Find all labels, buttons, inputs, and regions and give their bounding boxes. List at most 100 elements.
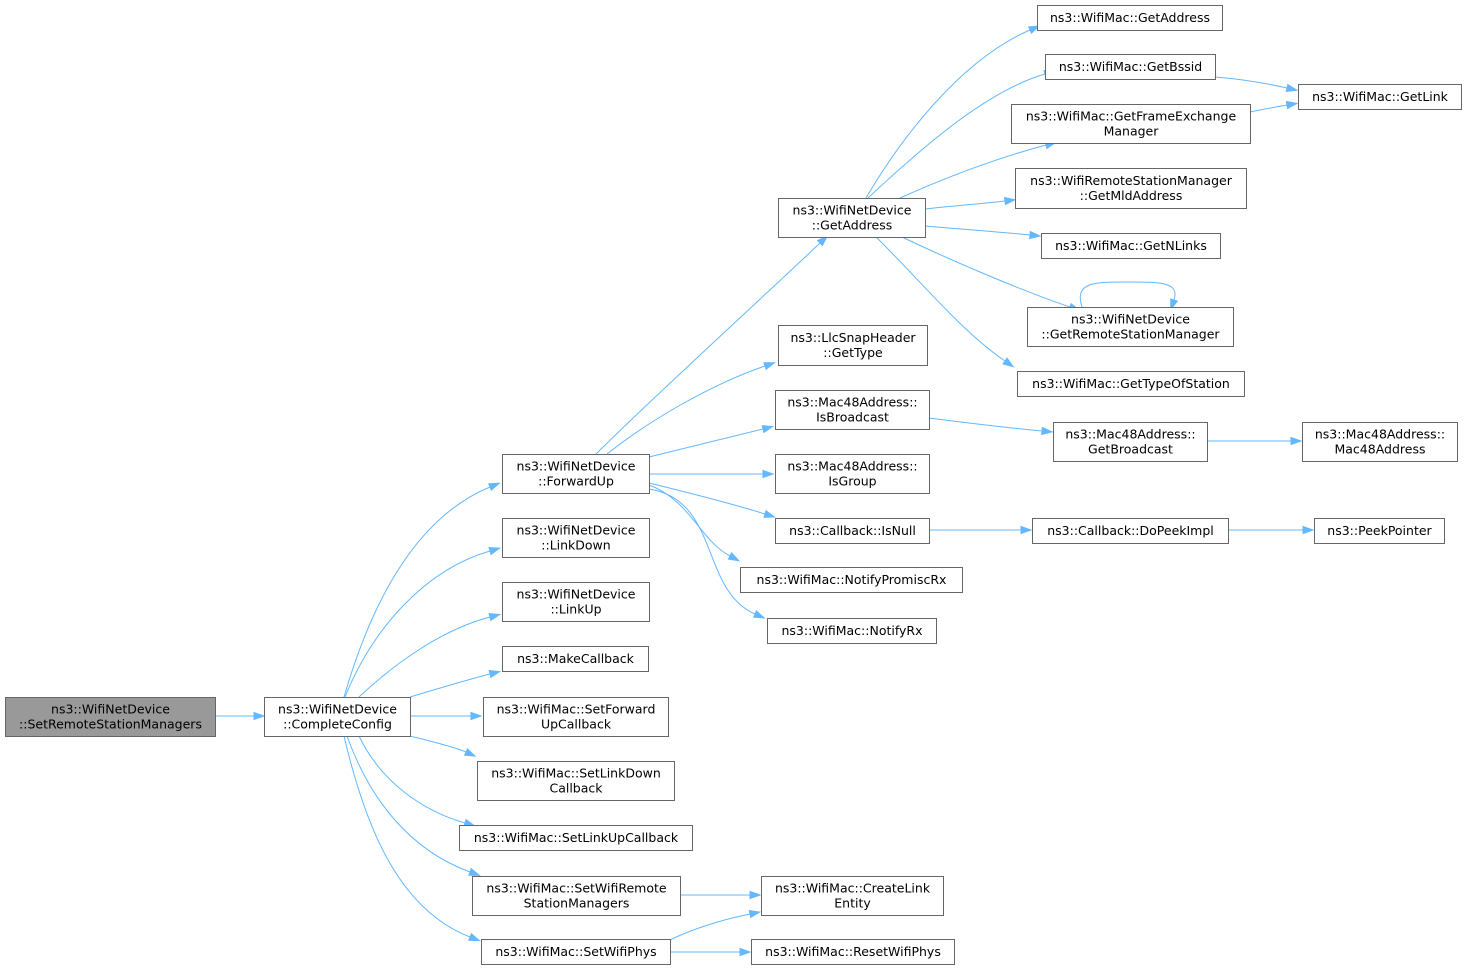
- node-box[interactable]: [502, 582, 650, 622]
- edge-complete_config-to-set_link_down_callback: [409, 735, 477, 757]
- node-set-wifi-phys[interactable]: ns3::WifiMac::SetWifiPhys: [481, 939, 671, 965]
- node-link-up[interactable]: ns3::WifiNetDevice::LinkUp: [502, 582, 650, 622]
- node-box[interactable]: [1314, 518, 1445, 544]
- arrowhead: [748, 910, 762, 919]
- node-box[interactable]: [1045, 54, 1216, 80]
- edge-line: [358, 616, 491, 698]
- node-get-n-links[interactable]: ns3::WifiMac::GetNLinks: [1041, 233, 1221, 259]
- node-box[interactable]: [472, 876, 681, 916]
- node-mac-get-address[interactable]: ns3::WifiMac::GetAddress: [1037, 5, 1223, 31]
- edge-set_wifi_remote_station_managers-to-create_link_entity: [680, 890, 762, 900]
- node-box[interactable]: [481, 939, 671, 965]
- node-label-line: ::SetRemoteStationManagers: [19, 717, 202, 732]
- node-label-line: ns3::WifiNetDevice: [51, 702, 170, 717]
- node-complete-config[interactable]: ns3::WifiNetDevice::CompleteConfig: [264, 697, 411, 737]
- node-label-line: ns3::Mac48Address::: [1315, 427, 1445, 442]
- node-label-line: ::LinkUp: [550, 602, 601, 617]
- node-set-wifi-remote-station-managers[interactable]: ns3::WifiMac::SetWifiRemoteStationManage…: [472, 876, 681, 916]
- edge-set_wifi_phys-to-create_link_entity: [669, 910, 762, 941]
- node-forward-up[interactable]: ns3::WifiNetDevice::ForwardUp: [502, 454, 650, 494]
- node-mac48-address-ctor[interactable]: ns3::Mac48Address::Mac48Address: [1302, 422, 1458, 462]
- edge-line: [648, 484, 731, 557]
- edge-line: [346, 735, 471, 873]
- node-is-group[interactable]: ns3::Mac48Address::IsGroup: [775, 454, 930, 494]
- arrowhead: [488, 547, 502, 556]
- node-box[interactable]: [740, 567, 963, 593]
- node-set-remote-station-managers[interactable]: ns3::WifiNetDevice::SetRemoteStationMana…: [5, 697, 216, 737]
- node-box[interactable]: [459, 825, 693, 851]
- edge-complete_config-to-make_callback: [409, 670, 502, 698]
- node-do-peek-impl[interactable]: ns3::Callback::DoPeekImpl: [1032, 518, 1229, 544]
- node-box[interactable]: [264, 697, 411, 737]
- arrowhead: [1290, 436, 1303, 446]
- node-box[interactable]: [751, 939, 955, 965]
- node-box[interactable]: [5, 697, 216, 737]
- node-get-bssid[interactable]: ns3::WifiMac::GetBssid: [1045, 54, 1216, 80]
- edge-line: [865, 29, 1031, 199]
- node-label-line: ::GetRemoteStationManager: [1041, 327, 1220, 342]
- arrowhead: [488, 613, 502, 622]
- node-peek-pointer[interactable]: ns3::PeekPointer: [1314, 518, 1445, 544]
- node-box[interactable]: [778, 198, 926, 238]
- node-label-line: IsBroadcast: [816, 410, 889, 425]
- node-label-line: Callback: [549, 781, 603, 796]
- node-link-down[interactable]: ns3::WifiNetDevice::LinkDown: [502, 518, 650, 558]
- edge-get_address_dev-to-mac_get_address: [865, 25, 1041, 199]
- node-llc-get-type[interactable]: ns3::LlcSnapHeader::GetType: [778, 325, 928, 366]
- node-reset-wifi-phys[interactable]: ns3::WifiMac::ResetWifiPhys: [751, 939, 955, 965]
- node-box[interactable]: [1017, 371, 1245, 397]
- node-label-line: ns3::PeekPointer: [1327, 523, 1432, 538]
- node-get-remote-station-manager[interactable]: ns3::WifiNetDevice::GetRemoteStationMana…: [1027, 307, 1234, 347]
- node-label-line: ns3::WifiMac::SetWifiRemote: [486, 881, 666, 896]
- node-box[interactable]: [1302, 422, 1458, 462]
- node-box[interactable]: [775, 454, 930, 494]
- node-label-line: Mac48Address: [1334, 442, 1425, 457]
- node-box[interactable]: [1032, 518, 1229, 544]
- arrowhead: [1029, 230, 1042, 240]
- node-box[interactable]: [775, 390, 930, 430]
- node-get-broadcast[interactable]: ns3::Mac48Address::GetBroadcast: [1053, 422, 1208, 462]
- node-get-type-of-station[interactable]: ns3::WifiMac::GetTypeOfStation: [1017, 371, 1245, 397]
- nodes-layer: ns3::WifiNetDevice::SetRemoteStationMana…: [5, 5, 1462, 965]
- node-label-line: ns3::WifiMac::GetLink: [1312, 89, 1449, 104]
- node-box[interactable]: [502, 454, 650, 494]
- arrowhead: [463, 747, 477, 757]
- node-get-link[interactable]: ns3::WifiMac::GetLink: [1298, 84, 1462, 110]
- arrowhead: [1285, 83, 1299, 92]
- node-label-line: Manager: [1104, 124, 1160, 139]
- arrowhead: [1002, 357, 1015, 368]
- node-set-link-up-callback[interactable]: ns3::WifiMac::SetLinkUpCallback: [459, 825, 693, 851]
- node-box[interactable]: [761, 876, 944, 916]
- edge-line: [648, 488, 756, 615]
- node-box[interactable]: [477, 761, 675, 801]
- node-make-callback[interactable]: ns3::MakeCallback: [502, 646, 649, 672]
- node-callback-is-null[interactable]: ns3::Callback::IsNull: [775, 518, 930, 544]
- node-notify-rx[interactable]: ns3::WifiMac::NotifyRx: [767, 618, 937, 644]
- edge-line: [595, 242, 821, 455]
- node-box[interactable]: [1041, 233, 1221, 259]
- node-notify-promisc-rx[interactable]: ns3::WifiMac::NotifyPromiscRx: [740, 567, 963, 593]
- node-box[interactable]: [1298, 84, 1462, 110]
- edge-line: [669, 913, 751, 941]
- node-is-broadcast[interactable]: ns3::Mac48Address::IsBroadcast: [775, 390, 930, 430]
- node-box[interactable]: [1027, 307, 1234, 347]
- node-get-mld-address[interactable]: ns3::WifiRemoteStationManager::GetMldAdd…: [1015, 168, 1247, 209]
- node-box[interactable]: [1015, 168, 1247, 209]
- node-box[interactable]: [767, 618, 937, 644]
- node-box[interactable]: [778, 325, 928, 366]
- node-get-address-dev[interactable]: ns3::WifiNetDevice::GetAddress: [778, 198, 926, 238]
- node-box[interactable]: [483, 697, 669, 737]
- edge-line: [1079, 281, 1176, 308]
- node-box[interactable]: [502, 518, 650, 558]
- node-box[interactable]: [1053, 422, 1208, 462]
- node-box[interactable]: [502, 646, 649, 672]
- node-box[interactable]: [1037, 5, 1223, 31]
- node-label-line: ::CompleteConfig: [283, 717, 392, 732]
- arrowhead: [727, 552, 741, 562]
- node-box[interactable]: [775, 518, 930, 544]
- node-box[interactable]: [1011, 104, 1251, 144]
